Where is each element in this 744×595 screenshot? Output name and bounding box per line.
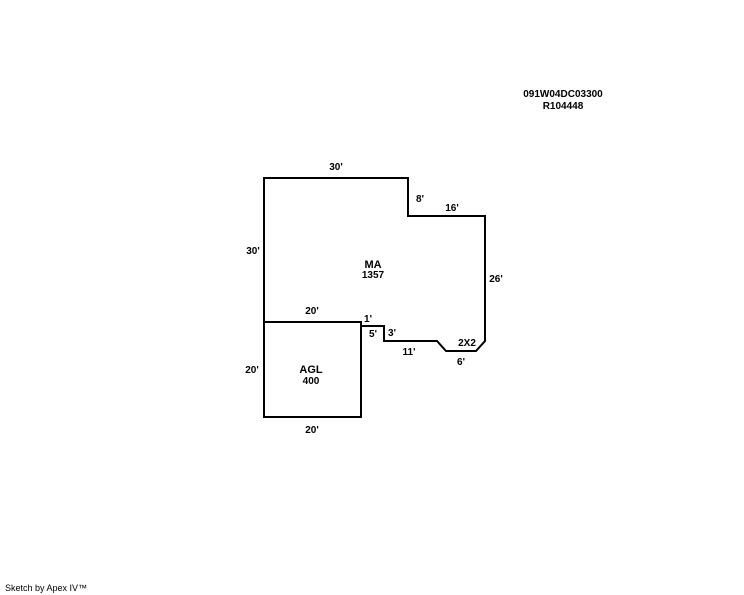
dim-agl-top: 20' (305, 306, 319, 317)
dim-ma-bay: 2X2 (458, 338, 476, 349)
dim-ma-notch-right: 6' (457, 357, 465, 368)
dim-agl-bottom: 20' (305, 425, 319, 436)
garage-area-size: 400 (303, 376, 320, 387)
dim-ma-step-down: 8' (416, 194, 424, 205)
record-id: R104448 (542, 101, 584, 112)
dim-ma-step-5: 5' (369, 329, 377, 340)
dim-ma-step-3: 3' (388, 328, 396, 339)
dim-ma-right: 26' (489, 274, 503, 285)
garage-area-code: AGL (299, 364, 323, 376)
garage-outline (263, 321, 362, 418)
dim-ma-upper-right: 16' (445, 203, 459, 214)
main-area-code: MA (364, 259, 381, 271)
main-area-size: 1357 (362, 270, 385, 281)
software-credit: Sketch by Apex IV™ (5, 583, 88, 593)
dim-ma-lower-run: 11' (403, 347, 416, 358)
dim-ma-top: 30' (329, 162, 343, 173)
dim-agl-left: 20' (245, 365, 259, 376)
parcel-id: 091W04DC03300 (523, 89, 603, 100)
dim-ma-step-1: 1' (364, 314, 372, 325)
dim-ma-left: 30' (246, 246, 260, 257)
main-area-outline (263, 177, 486, 352)
